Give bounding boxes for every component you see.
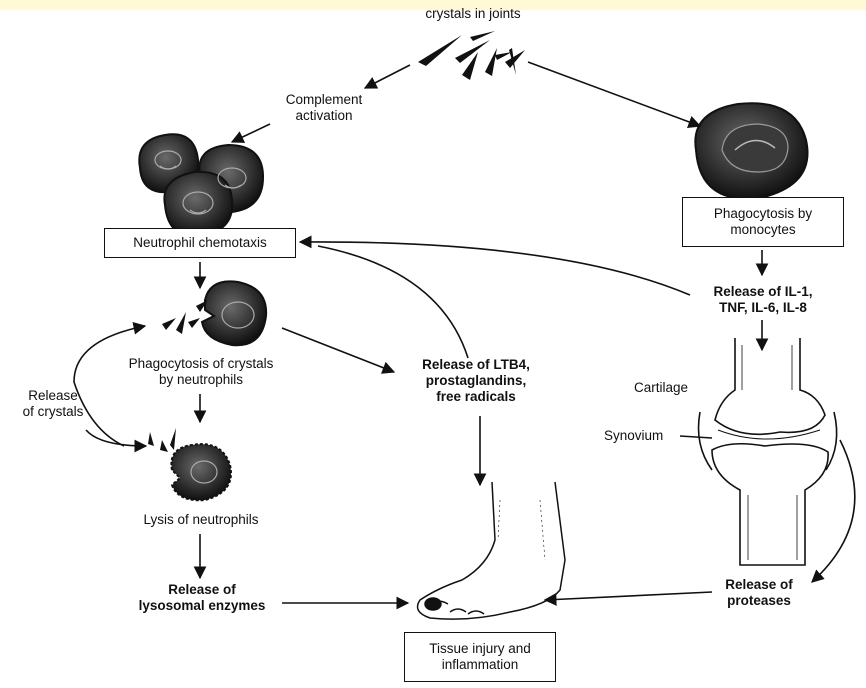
lysis-neutrophils-label: Lysis of neutrophils <box>126 512 276 528</box>
knee-joint-icon <box>699 338 837 565</box>
release-ltb4-label: Release of LTB4, prostaglandins, free ra… <box>402 357 550 405</box>
phagocytosing-neutrophil-icon <box>162 281 266 345</box>
release-crystals-label: Release of crystals <box>8 388 98 420</box>
neutrophil-cluster-icon <box>139 134 263 236</box>
complement-activation-label: Complement activation <box>268 92 380 124</box>
phagocytosis-neutrophils-label: Phagocytosis of crystals by neutrophils <box>106 356 296 388</box>
monocyte-icon <box>695 103 807 199</box>
crystals-cluster-icon <box>418 31 525 80</box>
neutrophil-chemotaxis-box: Neutrophil chemotaxis <box>104 228 296 258</box>
crystals-in-joints-label: crystals in joints <box>398 6 548 22</box>
synovium-label: Synovium <box>604 428 684 444</box>
release-il-label: Release of IL-1, TNF, IL-6, IL-8 <box>684 284 842 316</box>
phagocytosis-monocytes-box: Phagocytosis by monocytes <box>682 197 844 247</box>
tissue-injury-box: Tissue injury and inflammation <box>404 632 556 682</box>
release-lysosomal-label: Release of lysosomal enzymes <box>118 582 286 614</box>
lysed-neutrophil-icon <box>148 428 231 500</box>
foot-icon <box>418 482 565 619</box>
release-proteases-label: Release of proteases <box>704 577 814 609</box>
cartilage-label: Cartilage <box>634 380 714 396</box>
